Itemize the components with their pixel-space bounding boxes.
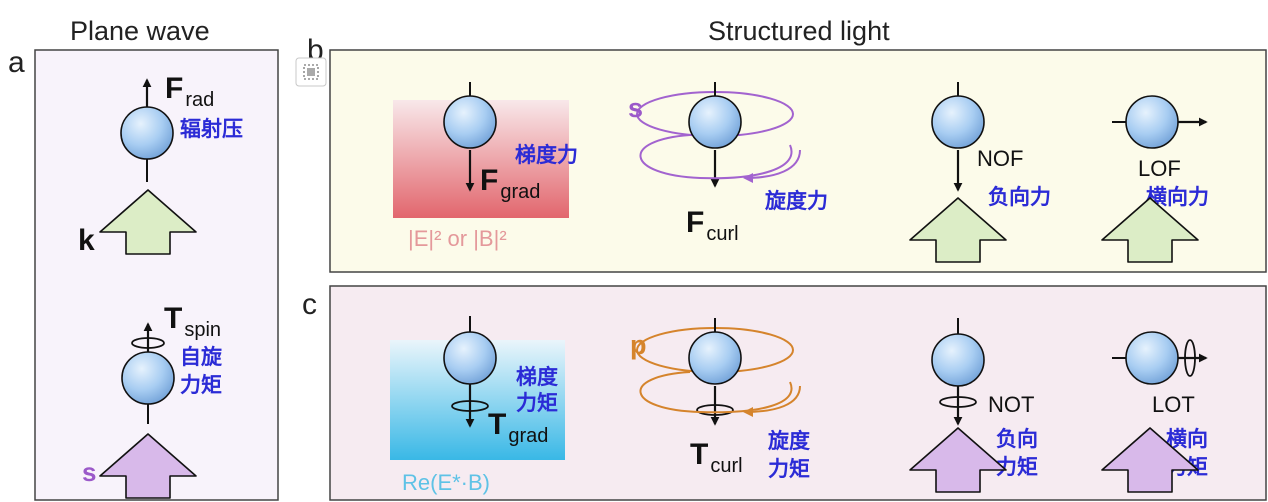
sphere-icon xyxy=(121,351,175,405)
c-curl-cn-line1: 旋度 xyxy=(767,429,810,453)
c-grad-cn-line2: 力矩 xyxy=(516,391,558,415)
a-spin-sphere xyxy=(121,322,175,424)
b-nof-sphere xyxy=(931,82,985,192)
c-not-cn-line1: 负向 xyxy=(996,427,1038,451)
a-s-label: s xyxy=(82,457,96,487)
b-gradient-sphere xyxy=(443,82,497,192)
c-not-sphere xyxy=(931,318,985,426)
c-not-label: NOT xyxy=(988,392,1034,417)
b-field-label: |E|² or |B|² xyxy=(408,226,507,251)
b-grad-cn-label: 梯度力 xyxy=(515,143,578,167)
c-lot-sphere xyxy=(1112,331,1208,385)
expand-icon[interactable] xyxy=(295,57,327,87)
a-k-label: k xyxy=(78,224,95,257)
torque-ring-icon xyxy=(939,396,977,408)
c-p-label: p xyxy=(630,330,647,360)
b-nof-cn-label: 负向力 xyxy=(988,185,1051,209)
b-lof-label: LOF xyxy=(1138,156,1181,181)
a-force-cn-label: 辐射压 xyxy=(180,117,243,141)
c-gradient-sphere xyxy=(443,316,497,428)
header-structured-light: Structured light xyxy=(708,16,890,46)
b-curl-cn-label: 旋度力 xyxy=(764,189,828,213)
b-curl-group xyxy=(636,82,801,188)
c-lot-label: LOT xyxy=(1152,392,1195,417)
b-nof-label: NOF xyxy=(977,146,1023,171)
orbit-icon xyxy=(639,134,793,180)
c-field-label: Re(E*·B) xyxy=(402,470,490,495)
panel-letter-c: c xyxy=(302,288,317,321)
c-grad-cn-line1: 梯度 xyxy=(516,365,558,389)
a-torque-cn-line1: 自旋 xyxy=(180,345,223,369)
b-s-label: s xyxy=(628,93,643,123)
orbit-icon xyxy=(639,371,793,414)
torque-ring-icon xyxy=(451,400,489,412)
c-curl-cn-line2: 力矩 xyxy=(768,457,810,481)
sphere-icon xyxy=(120,106,174,160)
c-lot-cn-line1: 横向 xyxy=(1166,427,1208,451)
torque-ring-icon xyxy=(131,337,165,349)
b-lof-sphere xyxy=(1112,95,1208,149)
torque-ring-icon xyxy=(1184,339,1196,377)
a-torque-cn-line2: 力矩 xyxy=(180,373,222,397)
panel-letter-a: a xyxy=(8,46,25,79)
torque-ring-icon xyxy=(696,404,734,416)
a-radiation-sphere xyxy=(120,78,174,182)
header-plane-wave: Plane wave xyxy=(70,16,210,46)
c-curl-group xyxy=(636,318,801,426)
